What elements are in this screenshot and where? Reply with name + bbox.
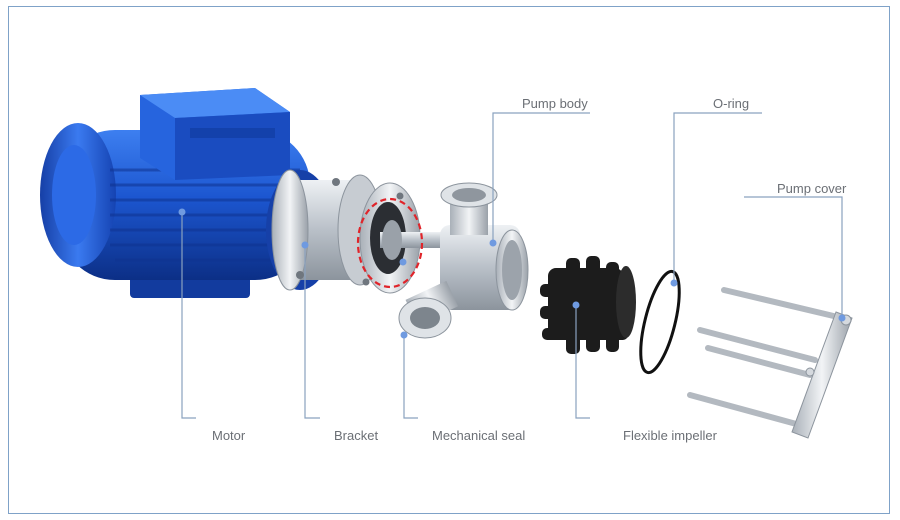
- label-motor: Motor: [212, 428, 246, 443]
- bracket-dot: [301, 241, 309, 249]
- bracket-leader: [304, 245, 320, 419]
- pump-body-leader: [492, 112, 590, 243]
- label-o-ring: O-ring: [713, 96, 750, 111]
- label-bracket: Bracket: [334, 428, 379, 443]
- label-flexible-impeller: Flexible impeller: [623, 428, 717, 443]
- diagram-frame: [8, 6, 890, 514]
- flexible-impeller-dot: [572, 301, 580, 309]
- o-ring-illustration: [639, 269, 681, 375]
- mechanical-seal-leader: [403, 335, 418, 419]
- label-pump-cover: Pump cover: [777, 181, 847, 196]
- flexible-impeller-leader: [575, 305, 590, 419]
- pump-cover-dot: [838, 314, 846, 322]
- motor-leader: [181, 212, 196, 419]
- pump-body-dot: [489, 239, 497, 247]
- leader-dots: [178, 208, 846, 339]
- motor-dot: [178, 208, 186, 216]
- leader-lines: [181, 112, 843, 419]
- label-mechanical-seal: Mechanical seal: [432, 428, 526, 443]
- o-ring-leader: [673, 112, 762, 283]
- seal-highlight-circle: [356, 197, 424, 289]
- mechanical-seal-dot: [400, 331, 408, 339]
- pump-cover-leader: [744, 196, 843, 318]
- flexible-impeller-illustration: [540, 256, 636, 354]
- label-pump-body: Pump body: [522, 96, 588, 111]
- pump-body-illustration: [398, 182, 529, 339]
- o-ring-dot: [670, 279, 678, 287]
- seal-dot: [399, 258, 407, 266]
- pump-cover-illustration: [687, 287, 853, 439]
